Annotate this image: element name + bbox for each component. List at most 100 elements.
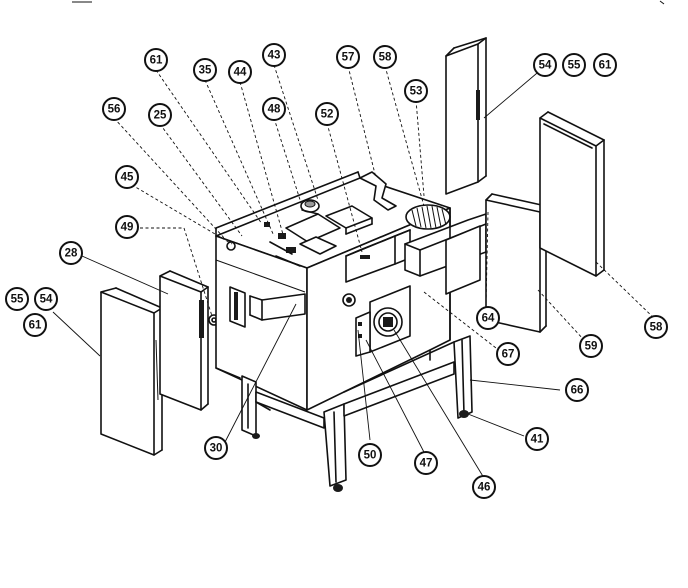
callout-circle: [404, 79, 428, 103]
callout-circle: [562, 53, 586, 77]
callout-67: 67: [496, 342, 520, 366]
callout-circle: [23, 313, 47, 337]
callout-50: 50: [358, 443, 382, 467]
callout-circle: [644, 315, 668, 339]
callout-49: 49: [115, 215, 139, 239]
right-side-panel-outer: [539, 111, 605, 277]
callout-64: 64: [476, 306, 500, 330]
callout-35: 35: [193, 58, 217, 82]
callout-label: 61: [29, 320, 42, 332]
callout-55: 55: [562, 53, 586, 77]
callout-53: 53: [404, 79, 428, 103]
callout-circle: [144, 48, 168, 72]
callout-label: 49: [121, 222, 134, 234]
callout-43: 43: [262, 43, 286, 67]
left-side-panel-outer: [100, 287, 163, 456]
callout-label: 25: [154, 110, 167, 122]
callout-circle: [34, 287, 58, 311]
callout-label: 66: [571, 385, 584, 397]
callout-label: 53: [410, 86, 423, 98]
callout-label: 41: [531, 434, 544, 446]
callout-circle: [148, 103, 172, 127]
callout-label: 43: [268, 50, 281, 62]
callout-label: 59: [585, 341, 598, 353]
callout-25: 25: [148, 103, 172, 127]
callout-label: 58: [650, 322, 663, 334]
callout-30: 30: [204, 436, 228, 460]
callout-circle: [476, 306, 500, 330]
callout-label: 57: [342, 52, 355, 64]
callout-circle: [472, 475, 496, 499]
callout-label: 54: [539, 60, 552, 72]
callout-label: 64: [482, 313, 495, 325]
callout-47: 47: [414, 451, 438, 475]
callout-41: 41: [525, 427, 549, 451]
coil-fins: [411, 205, 447, 229]
left-side-panel-inner: [159, 270, 220, 411]
callout-circle: [115, 215, 139, 239]
callout-circle: [496, 342, 520, 366]
callout-28: 28: [59, 241, 83, 265]
callout-58: 58: [373, 45, 397, 69]
callout-label: 58: [379, 52, 392, 64]
callout-circle: [525, 427, 549, 451]
callout-circle: [336, 45, 360, 69]
rear-tall-panel: [445, 37, 487, 195]
callout-circle: [358, 443, 382, 467]
callout-group: 61 35 44 43 57 58 53 54 55 61 56 25 48 52 45 49 28 55 54 61…: [5, 43, 668, 499]
callout-61: 61: [593, 53, 617, 77]
callout-label: 56: [108, 104, 121, 116]
callout-circle: [262, 43, 286, 67]
callout-label: 45: [121, 172, 134, 184]
callout-label: 44: [234, 67, 247, 79]
main-cabinet: [215, 171, 487, 411]
callout-circle: [579, 334, 603, 358]
callout-61: 61: [144, 48, 168, 72]
callout-circle: [115, 165, 139, 189]
leader-lines: [52, 64, 657, 479]
callout-circle: [414, 451, 438, 475]
callout-label: 61: [599, 60, 612, 72]
callout-circle: [533, 53, 557, 77]
callout-circle: [373, 45, 397, 69]
callout-circle: [204, 436, 228, 460]
callout-46: 46: [472, 475, 496, 499]
callout-circle: [262, 97, 286, 121]
callout-label: 54: [40, 294, 53, 306]
callout-label: 35: [199, 65, 212, 77]
base-frame: [241, 335, 473, 492]
callout-66: 66: [565, 378, 589, 402]
callout-label: 30: [210, 443, 223, 455]
callout-label: 46: [478, 482, 491, 494]
callout-label: 47: [420, 458, 433, 470]
callout-52: 52: [315, 102, 339, 126]
callout-label: 28: [65, 248, 78, 260]
callout-58: 58: [644, 315, 668, 339]
callout-54: 54: [533, 53, 557, 77]
callout-label: 55: [11, 294, 24, 306]
callout-45: 45: [115, 165, 139, 189]
callout-56: 56: [102, 97, 126, 121]
callout-label: 55: [568, 60, 581, 72]
callout-59: 59: [579, 334, 603, 358]
callout-label: 67: [502, 349, 515, 361]
callout-54: 54: [34, 287, 58, 311]
callout-label: 61: [150, 55, 163, 67]
callout-circle: [565, 378, 589, 402]
callout-55: 55: [5, 287, 29, 311]
callout-61: 61: [23, 313, 47, 337]
callout-circle: [593, 53, 617, 77]
right-side-panel-inner: [485, 193, 547, 333]
callout-48: 48: [262, 97, 286, 121]
top-edge-marks: [72, 0, 665, 5]
callout-circle: [315, 102, 339, 126]
callout-label: 48: [268, 104, 281, 116]
callout-circle: [228, 60, 252, 84]
callout-44: 44: [228, 60, 252, 84]
callout-57: 57: [336, 45, 360, 69]
callout-circle: [102, 97, 126, 121]
callout-label: 52: [321, 109, 334, 121]
callout-label: 50: [364, 450, 377, 462]
